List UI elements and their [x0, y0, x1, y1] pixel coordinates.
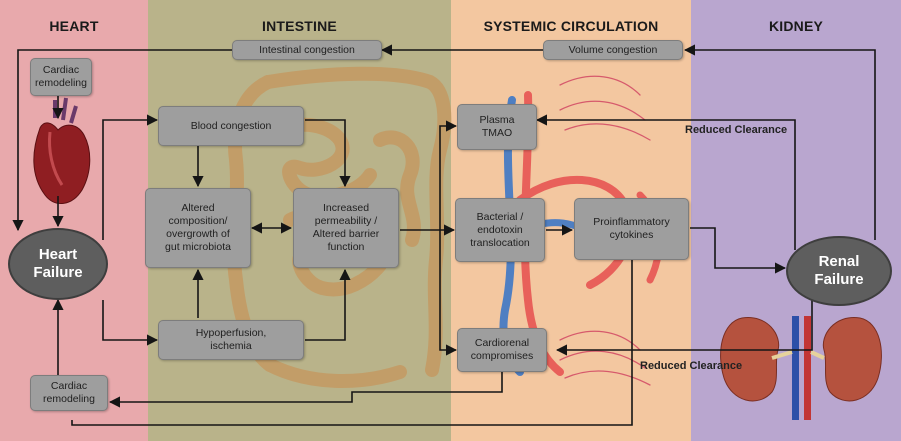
- kidney-illustration: [721, 316, 882, 420]
- reduced-clearance-bottom-label: Reduced Clearance: [640, 360, 742, 372]
- cardiac-remodeling-bottom-box: Cardiac remodeling: [30, 375, 108, 411]
- intestinal-congestion-box: Intestinal congestion: [232, 40, 382, 60]
- reduced-clearance-top-label: Reduced Clearance: [685, 124, 787, 136]
- plasma-tmao-box: Plasma TMAO: [457, 104, 537, 150]
- blood-congestion-box: Blood congestion: [158, 106, 304, 146]
- volume-congestion-box: Volume congestion: [543, 40, 683, 60]
- heart-failure-node: Heart Failure: [8, 228, 108, 300]
- increased-permeability-box: Increased permeability / Altered barrier…: [293, 188, 399, 268]
- altered-composition-box: Altered composition/ overgrowth of gut m…: [145, 188, 251, 268]
- renal-failure-node: Renal Failure: [786, 236, 892, 306]
- cardiorenal-compromises-box: Cardiorenal compromises: [457, 328, 547, 372]
- heart-illustration: [34, 98, 90, 204]
- proinflammatory-cytokines-box: Proinflammatory cytokines: [574, 198, 689, 260]
- cardiac-remodeling-top-box: Cardiac remodeling: [30, 58, 92, 96]
- hypoperfusion-box: Hypoperfusion, ischemia: [158, 320, 304, 360]
- bacterial-translocation-box: Bacterial / endotoxin translocation: [455, 198, 545, 262]
